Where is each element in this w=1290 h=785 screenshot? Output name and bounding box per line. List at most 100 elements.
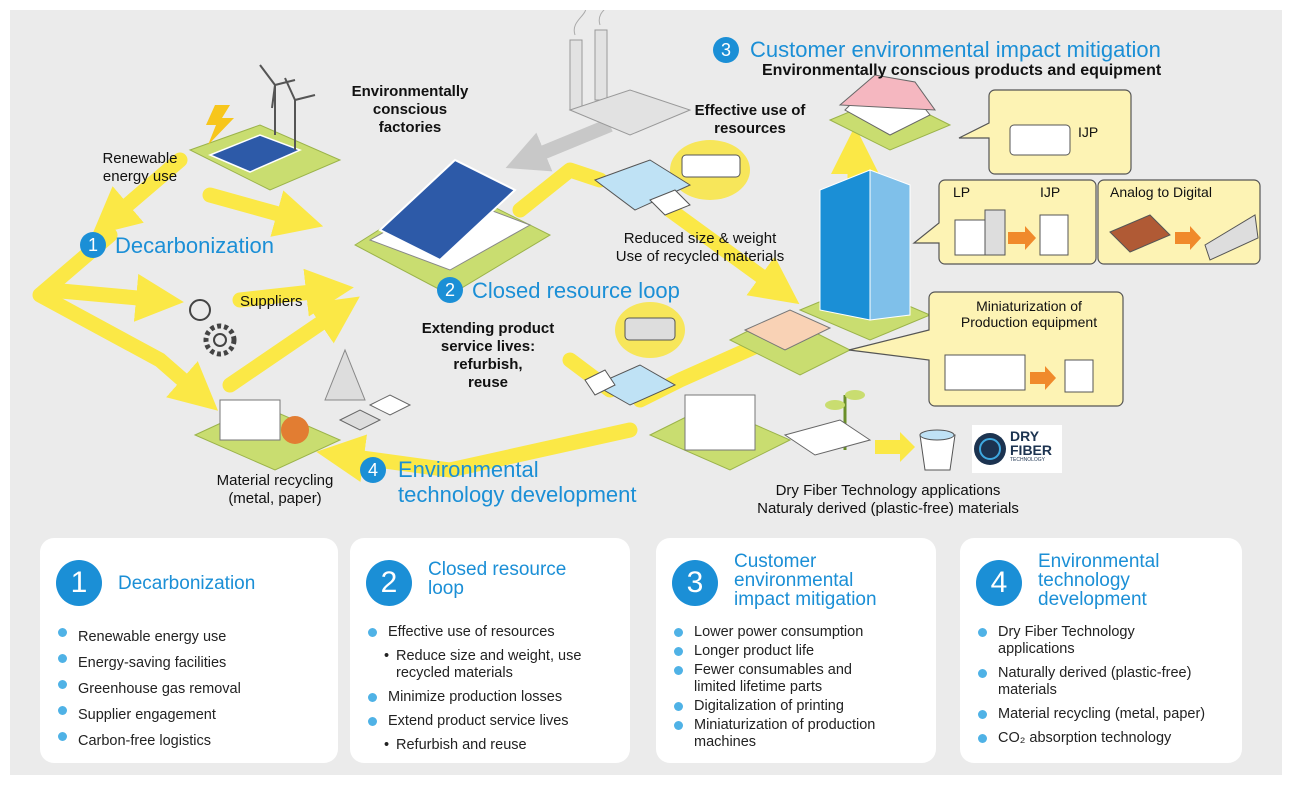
panel-list-item: machines [694,734,757,750]
label-line: Effective use of [694,102,806,119]
panel-list-item: applications [998,641,1075,657]
title-line: loop [428,578,464,599]
panel-list-item: materials [998,682,1057,698]
title-line: Closed resource [428,559,567,580]
section-3-badge: 3 [713,37,739,63]
label-line: Production equipment [960,314,1098,330]
panel-list-item: Longer product life [672,643,875,660]
callout-mini-label: Miniaturization of Production equipment [935,298,1123,330]
label-line: factories [378,119,442,136]
title-line: Environmental [1038,551,1160,572]
label-line: Naturaly derived (plastic-free) material… [757,500,1019,517]
panel-list-item: Energy-saving facilities [56,650,241,676]
section-1-title: Decarbonization [115,233,274,258]
arrow-truck-to-customer [662,202,800,305]
small-factory-icon [728,309,852,376]
panel-list-item: Miniaturization of production [672,717,875,734]
callout-devices [944,124,1259,393]
title-line: environmental [734,570,854,591]
panel-list-item: Digitalization of printing [672,698,875,715]
gear-icon [189,299,237,357]
label-line: Dry Fiber Technology applications [775,482,1001,499]
diagram-canvas: Renewable energy use Environmentally con… [10,10,1282,775]
label-suppliers: Suppliers [240,293,303,310]
arrow-renewable-to-factory [202,187,324,237]
panel-title: Customer environmental impact mitigation [734,552,877,609]
panel-title: Decarbonization [118,574,255,593]
logo-line: FIBER [1010,442,1052,458]
section-2-badge: 2 [437,277,463,303]
panel-number-badge: 4 [976,560,1022,606]
printer-icon [670,140,750,200]
label-line: energy use [102,168,178,185]
section-4-title: Environmental technology development [398,457,637,507]
label-renewable: Renewable energy use [70,150,210,186]
logo-line: DRY [1010,428,1040,444]
label-reduced: Reduced size & weight Use of recycled ma… [585,230,815,266]
dry-fiber-platform [648,390,1062,473]
panel-list-item: Naturally derived (plastic-free) [976,665,1205,682]
wind-turbine-icon [259,64,316,150]
panel-number-badge: 2 [366,560,412,606]
arrow-suppliers-to-factory [232,268,354,317]
arrow-loop-left [32,227,219,411]
truck-return-icon [584,364,677,406]
panel-title: Closed resource loop [428,560,566,598]
label-line: conscious [372,101,448,118]
title-line: technology [1038,570,1130,591]
label-line: Reduced size & weight [623,230,777,247]
office-building-icon [798,169,932,341]
label-line: Miniaturization of [976,298,1082,314]
label-line: reuse [467,374,509,391]
title-line: Decarbonization [118,573,256,594]
arrow-factory-to-truck [512,162,608,218]
title-line: development [1038,589,1147,610]
cup-icon [919,429,956,471]
title-line: Environmental [398,457,539,482]
panel-list-item: Extend product service lives [366,713,581,730]
panel-list-item: Lower power consumption [672,624,875,641]
callout-analog-label: Analog to Digital [1110,184,1212,200]
panel-list-item: Supplier engagement [56,702,241,728]
callout-ijp-label: IJP [1040,184,1061,200]
panel-list-item: Refurbish and reuse [366,737,581,754]
label-line: (metal, paper) [228,490,322,507]
section-2-title: Closed resource loop [472,278,680,303]
solar-roof-icon [378,158,517,262]
dry-fiber-logo [972,425,1062,473]
truck-icon [593,159,692,216]
panel-list-item: Reduce size and weight, use [366,648,581,665]
recycling-platform [193,348,412,471]
smokestack-icon [568,10,692,136]
panel-list-item: Renewable energy use [56,624,241,650]
panel-title: Environmental technology development [1038,552,1159,609]
panel-environmental-tech: 4 Environmental technology development D… [960,538,1242,763]
label-line: Environmentally [351,83,469,100]
label-line: refurbish, [453,356,523,373]
panel-list: Effective use of resourcesReduce size an… [366,624,581,754]
section-4-badge: 4 [360,457,386,483]
gray-arrow-smokestack [505,118,613,172]
arrow-recycling-to-factory [222,296,360,393]
label-line: service lives: [440,338,536,355]
panel-list-item: Minimize production losses [366,689,581,706]
label-line: resources [714,120,786,137]
panel-number-badge: 1 [56,560,102,606]
panel-list-item: Dry Fiber Technology [976,624,1205,641]
house-icon [828,74,952,151]
label-line: Use of recycled materials [615,248,785,265]
panel-list-item: Material recycling (metal, paper) [976,706,1205,723]
label-dryfiber-apps: Dry Fiber Technology applications Natura… [728,482,1048,518]
panel-list-item: Carbon-free logistics [56,728,241,754]
panel-list-item: limited lifetime parts [694,679,823,695]
arrow-to-suppliers [42,273,184,322]
label-line: Renewable [102,150,178,167]
renewable-platform [188,64,342,191]
label-line: Extending product [421,320,555,337]
title-line: technology development [398,482,637,507]
flow-diagram [32,10,1261,483]
